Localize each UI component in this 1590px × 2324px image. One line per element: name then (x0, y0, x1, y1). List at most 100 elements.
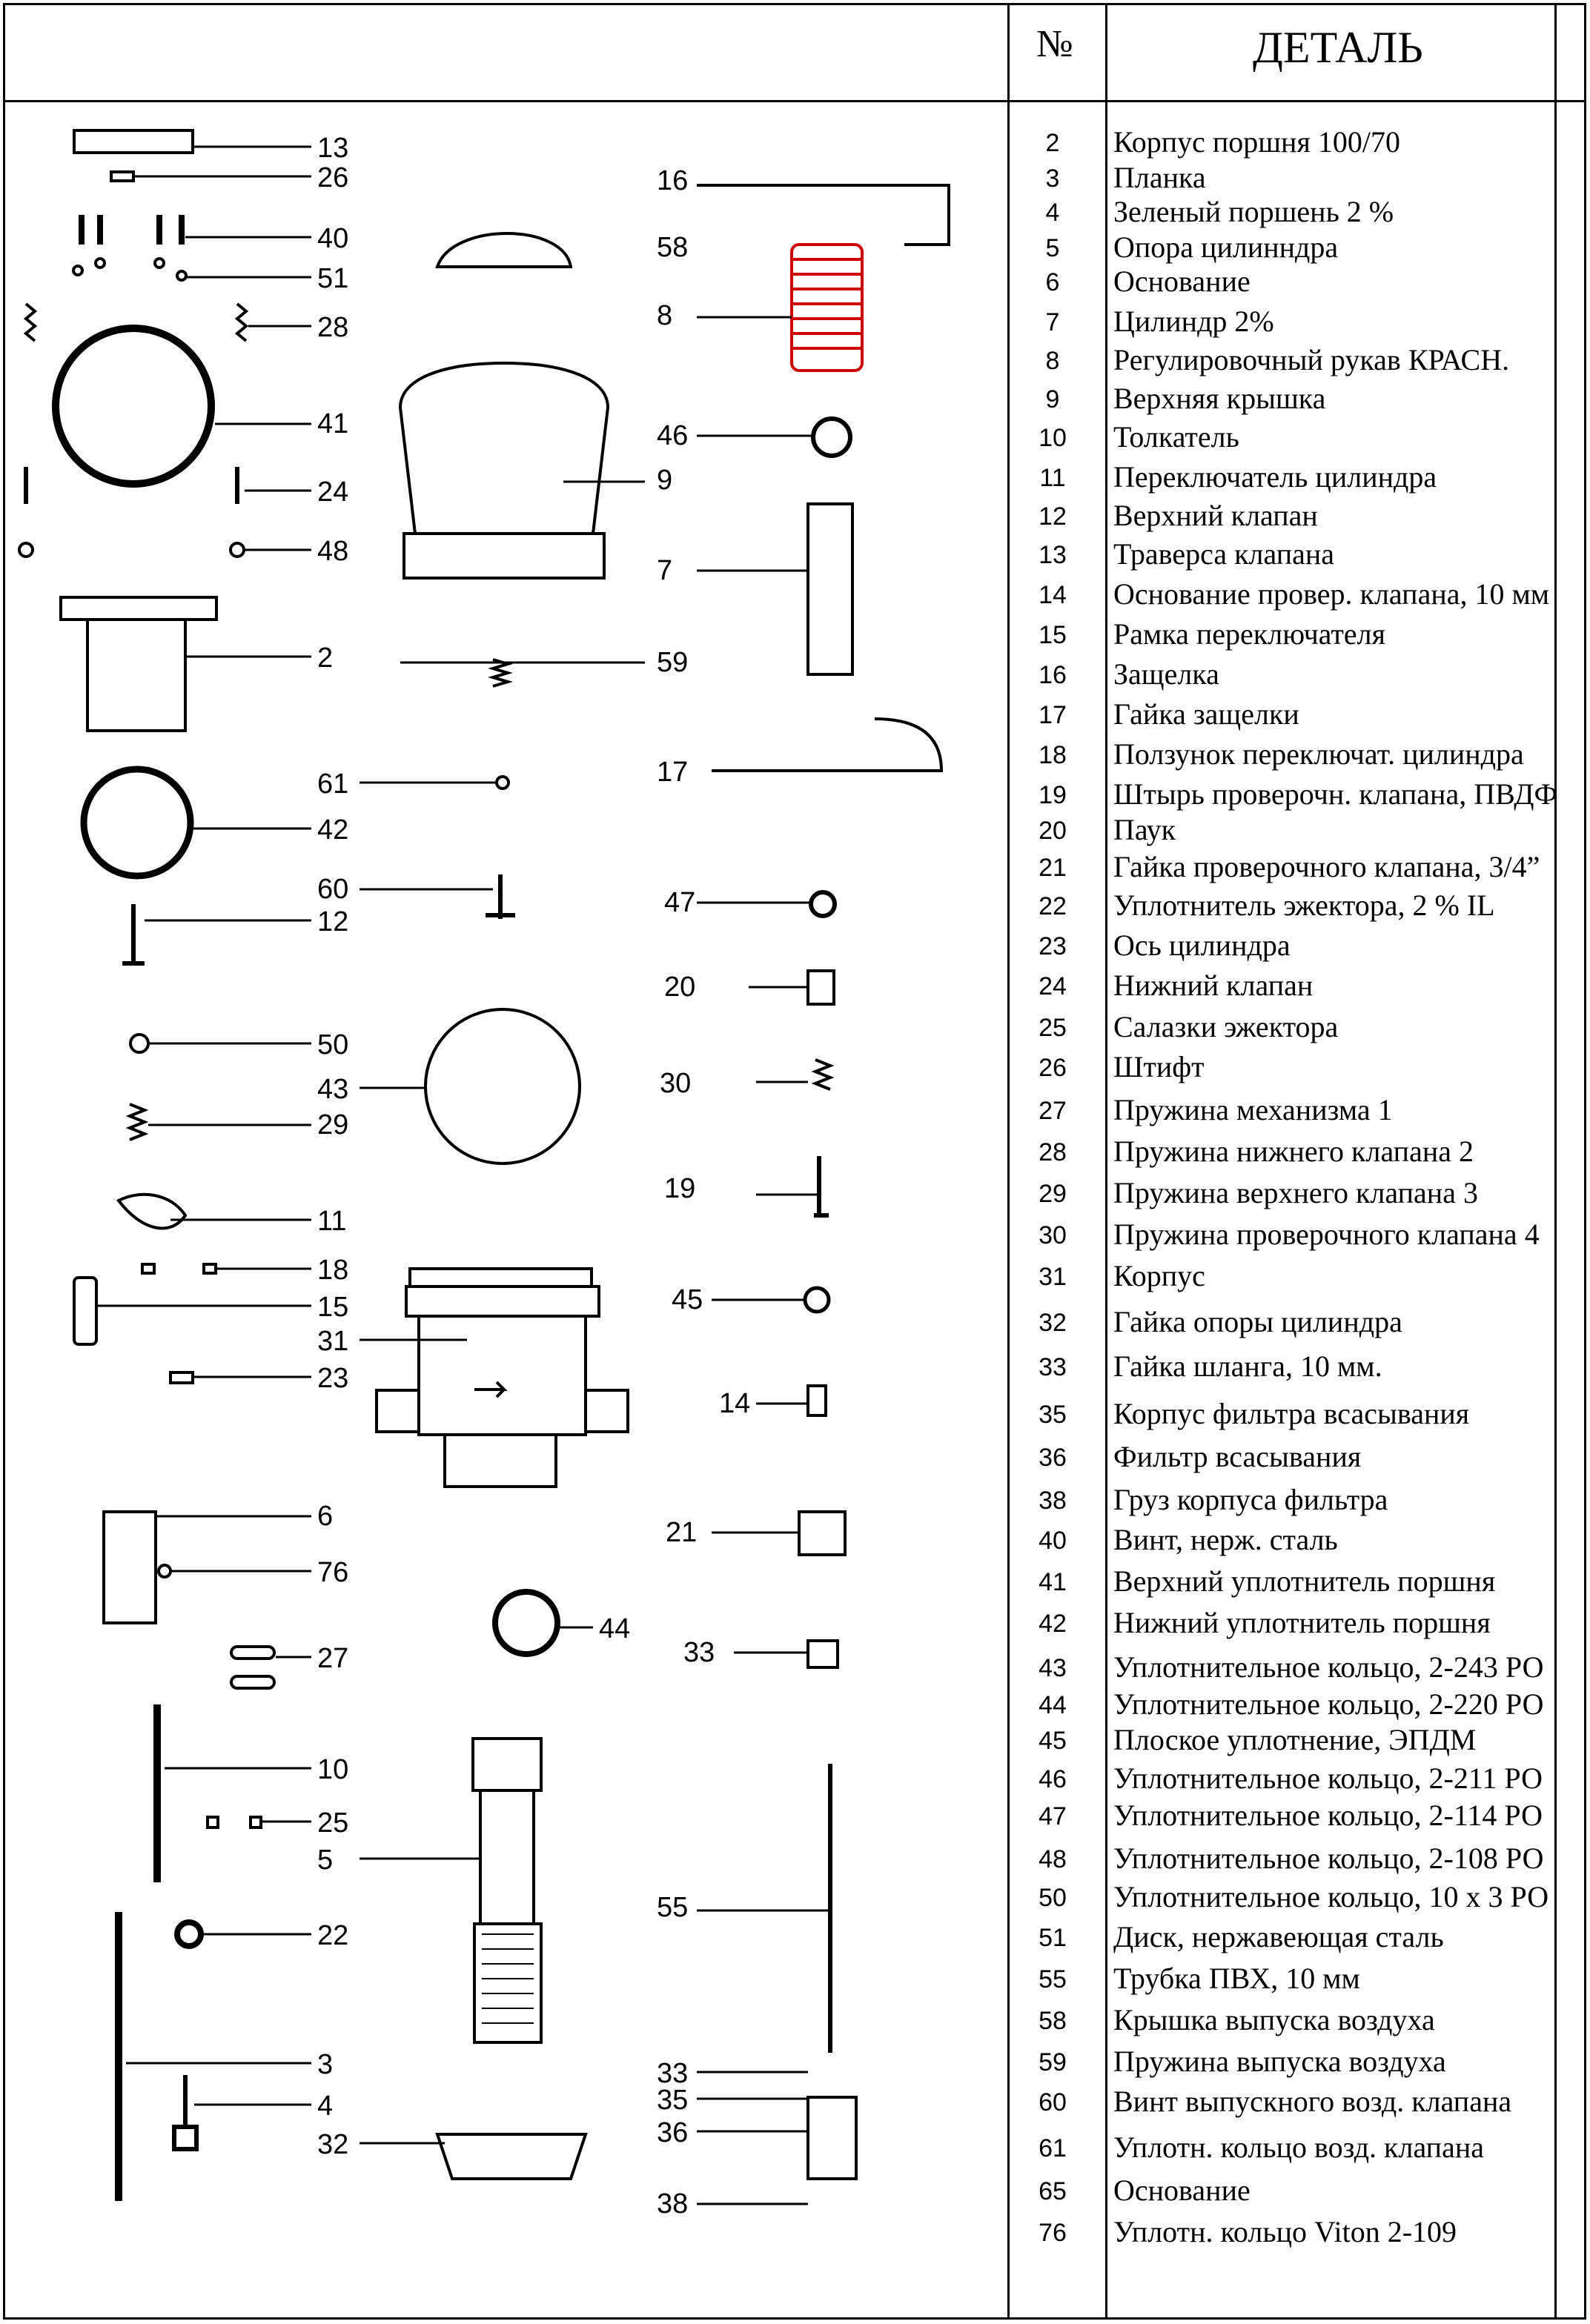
table-row-name: Верхняя крышка (1113, 382, 1326, 415)
callout-label: 58 (657, 232, 688, 263)
table-row-number: 50 (1039, 1884, 1067, 1912)
callout-label: 33 (683, 1637, 715, 1668)
table-row-name: Пружина механизма 1 (1113, 1093, 1393, 1126)
table-row-name: Гайка проверочного клапана, 3/4” (1113, 850, 1540, 883)
callout-label: 28 (317, 312, 348, 343)
latch-nut-part (712, 717, 944, 772)
callout-label: 60 (317, 874, 348, 905)
table-row-number: 32 (1039, 1309, 1067, 1337)
table-row-name: Цилиндр 2% (1113, 305, 1274, 338)
o-ring-220-part (492, 1589, 560, 1657)
table-row-number: 10 (1039, 424, 1067, 452)
table-row-name: Зеленый поршень 2 % (1113, 195, 1394, 228)
table-row-number: 26 (1039, 1054, 1067, 1082)
table-row-name: Пружина выпуска воздуха (1113, 2045, 1446, 2078)
table-row-number: 40 (1039, 1527, 1067, 1555)
air-release-cap-part (435, 232, 573, 268)
table-row-name: Уплотнительное кольцо, 10 х 3 РО (1113, 1880, 1549, 1913)
lower-piston-seal-part (80, 766, 194, 880)
top-cover-part (398, 361, 610, 535)
callout-label: 20 (664, 972, 695, 1003)
table-row-number: 4 (1045, 199, 1060, 227)
table-row-number: 15 (1039, 621, 1067, 649)
valve-crossbar-part (73, 129, 194, 154)
callout-label: 7 (657, 555, 672, 586)
header-divider (5, 100, 1584, 102)
table-row-number: 59 (1039, 2048, 1067, 2076)
springs-part (23, 302, 249, 342)
callout-label: 14 (719, 1388, 750, 1419)
callout-label: 9 (657, 465, 672, 496)
callout-label: 24 (317, 477, 348, 508)
table-row-name: Опора цилинндра (1113, 230, 1339, 264)
table-row-number: 30 (1039, 1221, 1067, 1249)
base-part (102, 1510, 157, 1624)
table-row-number: 25 (1039, 1014, 1067, 1042)
table-row-number: 22 (1039, 892, 1067, 920)
table-row-number: 31 (1039, 1263, 1067, 1291)
table-row-name: Верхний клапан (1113, 499, 1318, 532)
table-row-number: 43 (1039, 1654, 1067, 1682)
callout-label: 76 (317, 1557, 348, 1588)
callout-label: 3 (317, 2049, 333, 2080)
table-row-number: 36 (1039, 1444, 1067, 1472)
table-row-name: Груз корпуса фильтра (1113, 1483, 1388, 1516)
table-row-name: Пружина верхнего клапана 3 (1113, 1176, 1478, 1209)
o-ring-211-part (811, 416, 852, 458)
table-row-number: 51 (1039, 1924, 1067, 1952)
table-row-number: 5 (1045, 234, 1060, 262)
callout-label: 26 (317, 162, 348, 193)
table-row-number: 33 (1039, 1353, 1067, 1381)
table-row-number: 13 (1039, 541, 1067, 569)
table-row-number: 61 (1039, 2134, 1067, 2162)
upper-piston-seal-part (52, 325, 215, 488)
table-row-name: Основание (1113, 265, 1251, 298)
table-row-number: 2 (1045, 129, 1060, 157)
callout-label: 19 (664, 1173, 695, 1204)
table-row-number: 6 (1045, 268, 1060, 296)
table-row-name: Салазки эжектора (1113, 1010, 1339, 1043)
exploded-diagram: 1326405128412448261426012504329111815312… (18, 129, 950, 2220)
check-valve-nut-part (798, 1510, 847, 1556)
table-row-number: 28 (1039, 1138, 1067, 1166)
cylinder-switch-part (116, 1192, 188, 1230)
callout-label: 43 (317, 1074, 348, 1105)
table-row-number: 14 (1039, 581, 1067, 609)
table-row-name: Гайка защелки (1113, 697, 1299, 731)
suction-filter-part (806, 2096, 858, 2180)
table-row-number: 20 (1039, 817, 1067, 845)
callout-label: 2 (317, 643, 333, 674)
body-part (417, 1315, 587, 1436)
callout-label: 4 (317, 2091, 333, 2122)
table-row-number: 76 (1039, 2219, 1067, 2247)
regulating-sleeve-part (790, 243, 864, 372)
switch-frame-part (73, 1276, 98, 1346)
pin-part (110, 170, 135, 182)
table-row-number: 48 (1039, 1845, 1067, 1873)
upper-valve-part (122, 904, 145, 966)
piston-housing-top (59, 596, 218, 621)
table-row-name: Штифт (1113, 1050, 1205, 1083)
table-row-name: Уплотн. кольцо возд. клапана (1113, 2131, 1484, 2164)
table-row-name: Нижний уплотнитель поршня (1113, 1606, 1491, 1639)
callout-label: 46 (657, 420, 688, 451)
callout-label: 44 (599, 1613, 630, 1644)
table-row-name: Нижний клапан (1113, 969, 1314, 1002)
cylinder-part (806, 502, 854, 676)
piston-housing-part (86, 618, 187, 732)
table-row-name: Планка (1113, 161, 1206, 194)
table-row-name: Гайка опоры цилиндра (1113, 1305, 1402, 1338)
callout-label: 51 (317, 263, 348, 294)
table-row-name: Пружина нижнего клапана 2 (1113, 1135, 1474, 1168)
column-divider-left (1007, 5, 1010, 2317)
table-row-name: Регулировочный рукав КРАСН. (1113, 343, 1510, 376)
table-row-number: 27 (1039, 1097, 1067, 1125)
column-divider-mid (1105, 5, 1107, 2317)
callout-label: 41 (317, 408, 348, 439)
table-row-name: Корпус поршня 100/70 (1113, 125, 1400, 159)
callout-label: 8 (657, 300, 672, 331)
table-row-number: 45 (1039, 1727, 1067, 1755)
table-row-number: 35 (1039, 1401, 1067, 1429)
callout-label: 13 (317, 133, 348, 164)
table-row-name: Гайка шланга, 10 мм. (1113, 1349, 1382, 1383)
